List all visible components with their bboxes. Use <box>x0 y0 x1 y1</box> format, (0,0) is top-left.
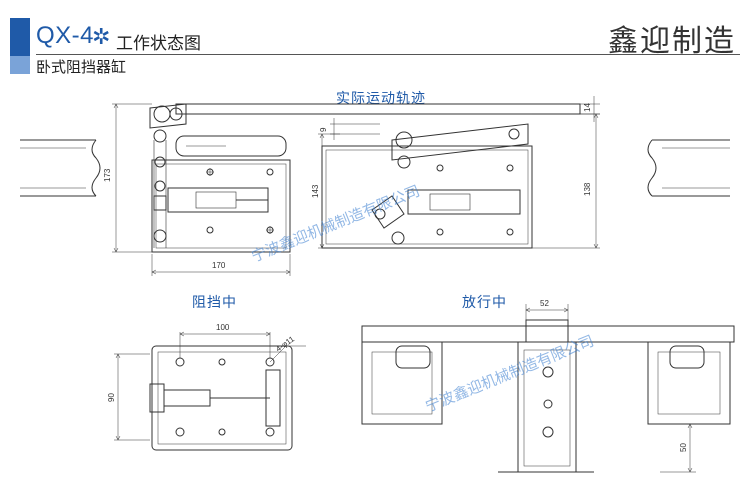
asterisk-icon: ✲ <box>92 24 111 49</box>
dim-173 <box>112 103 152 253</box>
right-rail-profile <box>647 139 730 197</box>
left-rail-profile <box>20 139 101 197</box>
header: QX-4 ✲ 工作状态图 卧式阻挡器缸 鑫迎制造 <box>0 0 750 80</box>
dim-138 <box>532 113 600 249</box>
watermark-bottom: 宁波鑫迎机械制造有限公司 <box>423 332 597 416</box>
dim-50-text: 50 <box>679 443 688 452</box>
motion-track-label: 实际运动轨迹 <box>336 90 426 106</box>
page-subtitle: 卧式阻挡器缸 <box>36 59 127 76</box>
dim-143-text: 143 <box>311 184 320 198</box>
dim-9 <box>330 118 380 140</box>
dim-100-text: 100 <box>216 323 230 332</box>
dim-138-text: 138 <box>583 182 592 196</box>
header-accent-bar-light <box>10 56 30 74</box>
dim-90 <box>114 353 150 441</box>
dim-170 <box>151 254 291 276</box>
dim-hole-callout <box>269 345 306 363</box>
releasing-label: 放行中 <box>462 294 507 310</box>
dim-50 <box>660 423 696 473</box>
stopper-plan-view-blocking <box>149 345 293 451</box>
dim-100 <box>179 331 271 358</box>
header-divider <box>36 54 740 55</box>
watermark-top: 宁波鑫迎机械制造有限公司 <box>249 182 423 266</box>
blocking-label: 阻挡中 <box>192 294 237 310</box>
model-code: QX-4 <box>36 22 95 49</box>
dim-9-text: 9 <box>319 127 328 132</box>
page-title: 工作状态图 <box>116 34 201 53</box>
brand-logo-text: 鑫迎制造 <box>608 25 736 58</box>
dim-173-text: 173 <box>103 168 112 182</box>
dim-170-text: 170 <box>212 261 226 270</box>
dim-90-text: 90 <box>107 393 116 402</box>
dim-hole-text: 4-φ11 <box>274 334 296 354</box>
stopper-side-view-blocking <box>149 103 291 253</box>
stopper-side-view-motion <box>175 103 581 249</box>
stopper-front-view-releasing <box>361 319 735 473</box>
dim-52-text: 52 <box>540 299 549 308</box>
dim-52 <box>525 304 569 320</box>
dim-143 <box>318 133 340 249</box>
dim-14-text: 14 <box>583 103 592 112</box>
